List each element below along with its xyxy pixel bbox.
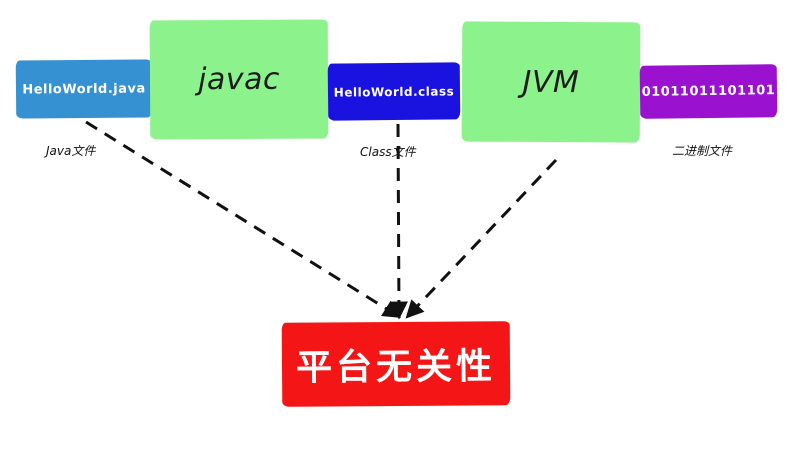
arrow-java-to-platform [85,120,402,318]
caption-java-file: Java文件 [46,144,96,158]
caption-binary-file: 二进制文件 [672,144,733,158]
node-class-file[interactable]: HelloWorld.class [327,62,461,121]
node-javac-label: javac [197,61,281,98]
node-class-file-label: HelloWorld.class [333,83,455,100]
node-platform-independence[interactable]: 平台无关性 [281,321,511,407]
node-binary-file-label: 01011011101101 [641,83,776,100]
node-java-file[interactable]: HelloWorld.java [15,59,153,119]
node-binary-file[interactable]: 01011011101101 [639,64,778,119]
node-jvm[interactable]: JVM [461,21,641,143]
arrow-jvm-to-platform [405,158,558,319]
node-javac[interactable]: javac [149,19,329,140]
caption-class-file: Class文件 [360,145,416,159]
node-java-file-label: HelloWorld.java [22,80,146,98]
node-platform-independence-label: 平台无关性 [295,346,497,389]
node-jvm-label: JVM [522,64,580,100]
